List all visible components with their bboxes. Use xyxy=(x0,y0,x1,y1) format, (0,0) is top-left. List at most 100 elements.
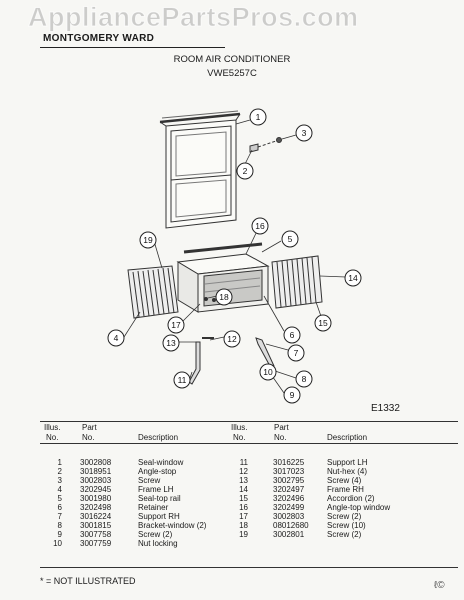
hdr-part-left: Part xyxy=(82,423,97,432)
callout-19: 19 xyxy=(143,235,153,245)
row-illus: 16 xyxy=(239,503,248,512)
row-part-no: 3202499 xyxy=(273,503,305,512)
callout-2: 2 xyxy=(243,166,248,176)
row-description: Bracket-window (2) xyxy=(138,521,207,530)
callout-11: 11 xyxy=(178,375,187,385)
row-part-no: 3018951 xyxy=(80,467,112,476)
callout-7: 7 xyxy=(294,348,299,358)
row-illus: 12 xyxy=(239,467,248,476)
callout-1: 1 xyxy=(256,112,261,122)
watermark: AppliancePartsPros.com xyxy=(28,2,359,33)
row-description: Screw (4) xyxy=(327,476,362,485)
table-bottom-rule xyxy=(40,567,458,568)
row-illus: 5 xyxy=(57,494,62,503)
callout-4: 4 xyxy=(114,333,119,343)
callout-8: 8 xyxy=(302,374,307,384)
row-part-no: 3017023 xyxy=(273,467,305,476)
row-part-no: 3001815 xyxy=(80,521,112,530)
row-part-no: 3007759 xyxy=(80,539,112,548)
left-accordion-drawing xyxy=(127,265,179,319)
row-description: Angle-stop xyxy=(138,467,177,476)
diagram-id: E1332 xyxy=(371,403,400,414)
row-illus: 14 xyxy=(239,485,248,494)
row-description: Screw xyxy=(138,476,161,485)
callout-6: 6 xyxy=(290,330,295,340)
callout-10: 10 xyxy=(263,367,273,377)
brand-underline xyxy=(40,47,225,48)
seal-window-drawing xyxy=(159,110,241,229)
row-description: Angle-top window xyxy=(327,503,391,512)
hdr-partno-left: No. xyxy=(82,433,95,442)
row-description: Frame LH xyxy=(138,485,174,494)
row-part-no: 3002803 xyxy=(80,476,112,485)
row-description: Seal-top rail xyxy=(138,494,181,503)
row-description: Nut locking xyxy=(138,539,178,548)
row-part-no: 3202497 xyxy=(273,485,305,494)
brand-name: MONTGOMERY WARD xyxy=(43,33,155,44)
row-illus: 13 xyxy=(239,476,248,485)
row-illus: 11 xyxy=(239,458,248,467)
row-description: Screw (2) xyxy=(327,530,362,539)
row-description: Accordion (2) xyxy=(327,494,375,503)
model-number: VWE5257C xyxy=(207,68,257,79)
row-part-no: 3202496 xyxy=(273,494,305,503)
exploded-parts-diagram: 1 2 3 4 5 6 7 8 9 10 11 12 13 14 15 16 1… xyxy=(107,108,362,404)
hdr-illus-left: Illus. xyxy=(44,423,61,432)
row-part-no: 3001980 xyxy=(80,494,112,503)
callout-5: 5 xyxy=(288,234,293,244)
row-illus: 9 xyxy=(57,530,62,539)
row-illus: 15 xyxy=(239,494,248,503)
row-description: Frame RH xyxy=(327,485,364,494)
row-part-no: 3202945 xyxy=(80,485,112,494)
right-accordion-drawing xyxy=(271,255,323,309)
hdr-part-right: Part xyxy=(274,423,289,432)
row-illus: 6 xyxy=(57,503,62,512)
callout-9: 9 xyxy=(290,390,295,400)
row-description: Screw (2) xyxy=(327,512,362,521)
hdr-description-right: Description xyxy=(327,433,368,442)
row-part-no: 3002808 xyxy=(80,458,112,467)
row-part-no: 08012680 xyxy=(273,521,309,530)
row-description: Seal-window xyxy=(138,458,184,467)
row-part-no: 3016224 xyxy=(80,512,112,521)
callout-18: 18 xyxy=(219,292,229,302)
callout-15: 15 xyxy=(318,318,328,328)
callout-14: 14 xyxy=(348,273,358,283)
row-illus: 10 xyxy=(53,539,62,548)
row-illus: 3 xyxy=(57,476,62,485)
callout-17: 17 xyxy=(171,320,181,330)
row-illus: 8 xyxy=(57,521,62,530)
row-description: Retainer xyxy=(138,503,169,512)
row-description: Support RH xyxy=(138,512,180,521)
row-illus: 4 xyxy=(57,485,62,494)
row-part-no: 3016225 xyxy=(273,458,305,467)
row-part-no: 3002801 xyxy=(273,530,305,539)
row-illus: 18 xyxy=(239,521,248,530)
hdr-partno-right: No. xyxy=(274,433,287,442)
row-description: Screw (2) xyxy=(138,530,173,539)
hdr-illus-right: Illus. xyxy=(231,423,248,432)
row-part-no: 3007758 xyxy=(80,530,112,539)
angle-stop-drawing xyxy=(249,137,282,153)
hdr-no-left: No. xyxy=(46,433,59,442)
row-part-no: 3002803 xyxy=(273,512,305,521)
footnote: * = NOT ILLUSTRATED xyxy=(40,576,136,586)
parts-table: Illus. No. Part No. Description Illus. N… xyxy=(40,421,458,569)
row-illus: 17 xyxy=(239,512,248,521)
row-description: Nut-hex (4) xyxy=(327,467,368,476)
corner-mark: ℓ© xyxy=(434,580,445,591)
row-illus: 7 xyxy=(57,512,62,521)
row-illus: 2 xyxy=(57,467,62,476)
row-description: Support LH xyxy=(327,458,368,467)
row-illus: 1 xyxy=(57,458,62,467)
callout-12: 12 xyxy=(227,334,237,344)
row-description: Screw (10) xyxy=(327,521,366,530)
row-illus: 19 xyxy=(239,530,248,539)
callout-13: 13 xyxy=(166,338,176,348)
hdr-no-right: No. xyxy=(233,433,246,442)
row-part-no: 3002795 xyxy=(273,476,305,485)
callout-3: 3 xyxy=(302,128,307,138)
callout-16: 16 xyxy=(255,221,265,231)
row-part-no: 3202498 xyxy=(80,503,112,512)
page-title: ROOM AIR CONDITIONER xyxy=(173,54,291,65)
